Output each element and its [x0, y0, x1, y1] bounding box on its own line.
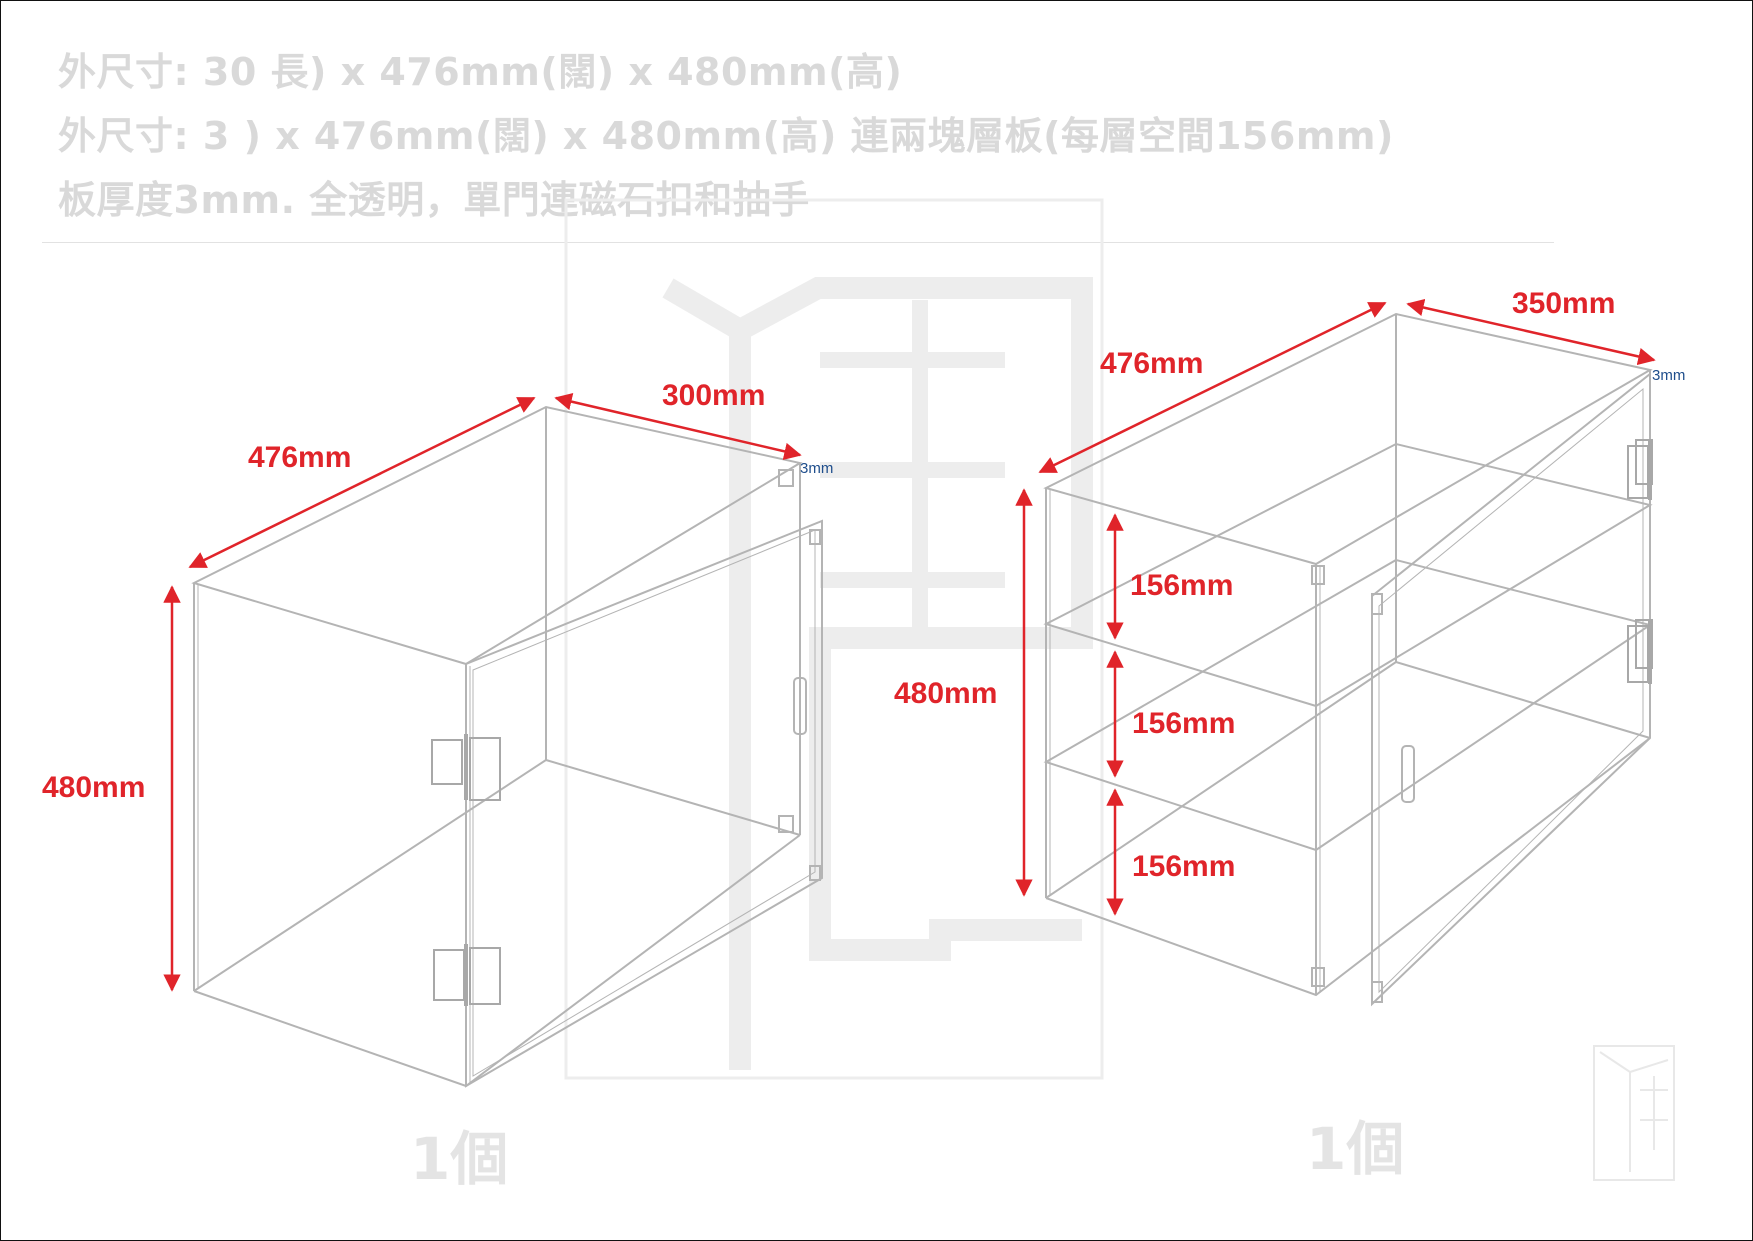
left-box-hinge-bottom — [433, 944, 501, 1006]
right-box-hinge-bottom — [1627, 619, 1653, 684]
left-depth-label: 300mm — [662, 379, 765, 412]
right-width-label: 476mm — [1100, 347, 1203, 380]
watermark-logo — [564, 198, 1104, 1080]
right-quantity-label: 1個 — [1306, 1115, 1405, 1183]
shelf-spacing-label-middle: 156mm — [1132, 707, 1235, 740]
right-box-door — [1311, 371, 1651, 1007]
spec-line-1: 外尺寸: 30 長) x 476mm(闊) x 480mm(高) — [58, 50, 903, 94]
left-quantity-label: 1個 — [410, 1125, 509, 1193]
right-thickness-label: 3mm — [1652, 367, 1685, 384]
left-box-hinge-top — [431, 734, 501, 801]
right-box-outline — [1043, 312, 1653, 997]
right-box-hinge-top — [1627, 439, 1653, 500]
header-divider — [42, 242, 1554, 243]
right-height-label: 480mm — [894, 677, 997, 710]
corner-logo — [1593, 1045, 1675, 1181]
left-height-label: 480mm — [42, 771, 145, 804]
left-width-label: 476mm — [248, 441, 351, 474]
spec-line-2: 外尺寸: 3 ) x 476mm(闊) x 480mm(高) 連兩塊層板(每層空… — [58, 114, 1394, 158]
left-box-outline — [191, 405, 803, 1088]
right-dimension-arrows — [1015, 298, 1656, 916]
shelf-spacing-label-top: 156mm — [1130, 569, 1233, 602]
left-dimension-arrows — [163, 393, 802, 992]
right-depth-label: 350mm — [1512, 287, 1615, 320]
shelf-spacing-label-bottom: 156mm — [1132, 850, 1235, 883]
left-thickness-label: 3mm — [800, 460, 833, 477]
